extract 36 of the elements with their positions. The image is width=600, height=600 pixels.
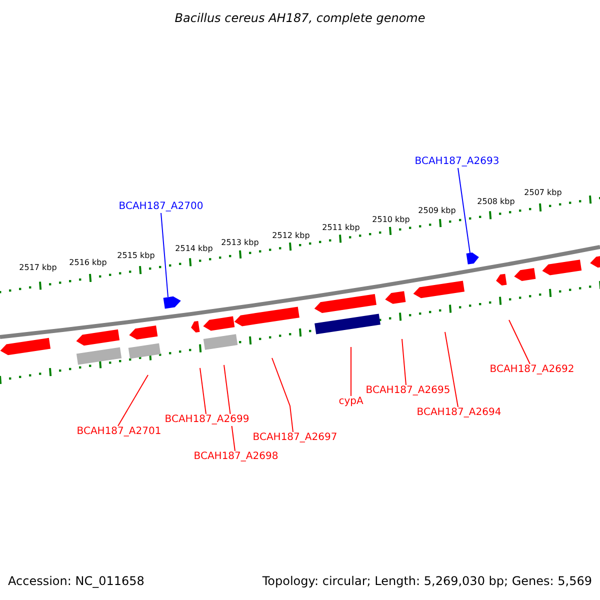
gene-label: BCAH187_A2697 (252, 432, 338, 444)
leader-line (118, 374, 148, 426)
gene-label: BCAH187_A2700 (118, 201, 204, 213)
scale-label: 2513 kbp (221, 237, 259, 249)
scale-label: 2512 kbp (272, 230, 310, 242)
scale-label: 2517 kbp (19, 262, 57, 274)
title: Bacillus cereus AH187, complete genome (174, 12, 426, 24)
gene-arrow (163, 296, 181, 309)
scale-label: 2511 kbp (322, 222, 360, 234)
gene-arrow (466, 252, 479, 264)
scale-label: 2516 kbp (69, 257, 107, 269)
gene-label: BCAH187_A2695 (366, 385, 450, 397)
leader-line (444, 332, 458, 408)
gene-label: BCAH187_A2699 (164, 414, 250, 426)
leader-line (200, 368, 206, 414)
gene-label: BCAH187_A2701 (76, 426, 162, 438)
leader-line (402, 338, 406, 386)
leader-line (350, 346, 352, 396)
scale-label: 2515 kbp (117, 250, 155, 262)
leader-line (508, 320, 530, 364)
scale-label: 2507 kbp (524, 187, 562, 199)
leader-line (160, 212, 168, 298)
gene-label: cypA (338, 396, 364, 408)
accession-text: Accession: NC_011658 (8, 575, 144, 587)
scale-label: 2508 kbp (477, 196, 515, 208)
gene-label: BCAH187_A2694 (416, 407, 502, 419)
scale-label: 2509 kbp (418, 205, 456, 217)
scale-label: 2514 kbp (175, 243, 213, 255)
leader-line (224, 364, 236, 452)
scale-label: 2510 kbp (372, 214, 410, 226)
gene-label: BCAH187_A2698 (194, 451, 278, 463)
gene-label: BCAH187_A2693 (414, 156, 500, 168)
leader-line (272, 358, 294, 432)
genome-summary-text: Topology: circular; Length: 5,269,030 bp; Genes: 5,569 (262, 575, 592, 587)
leader-line (458, 168, 470, 254)
gene-label: BCAH187_A2692 (490, 364, 574, 376)
